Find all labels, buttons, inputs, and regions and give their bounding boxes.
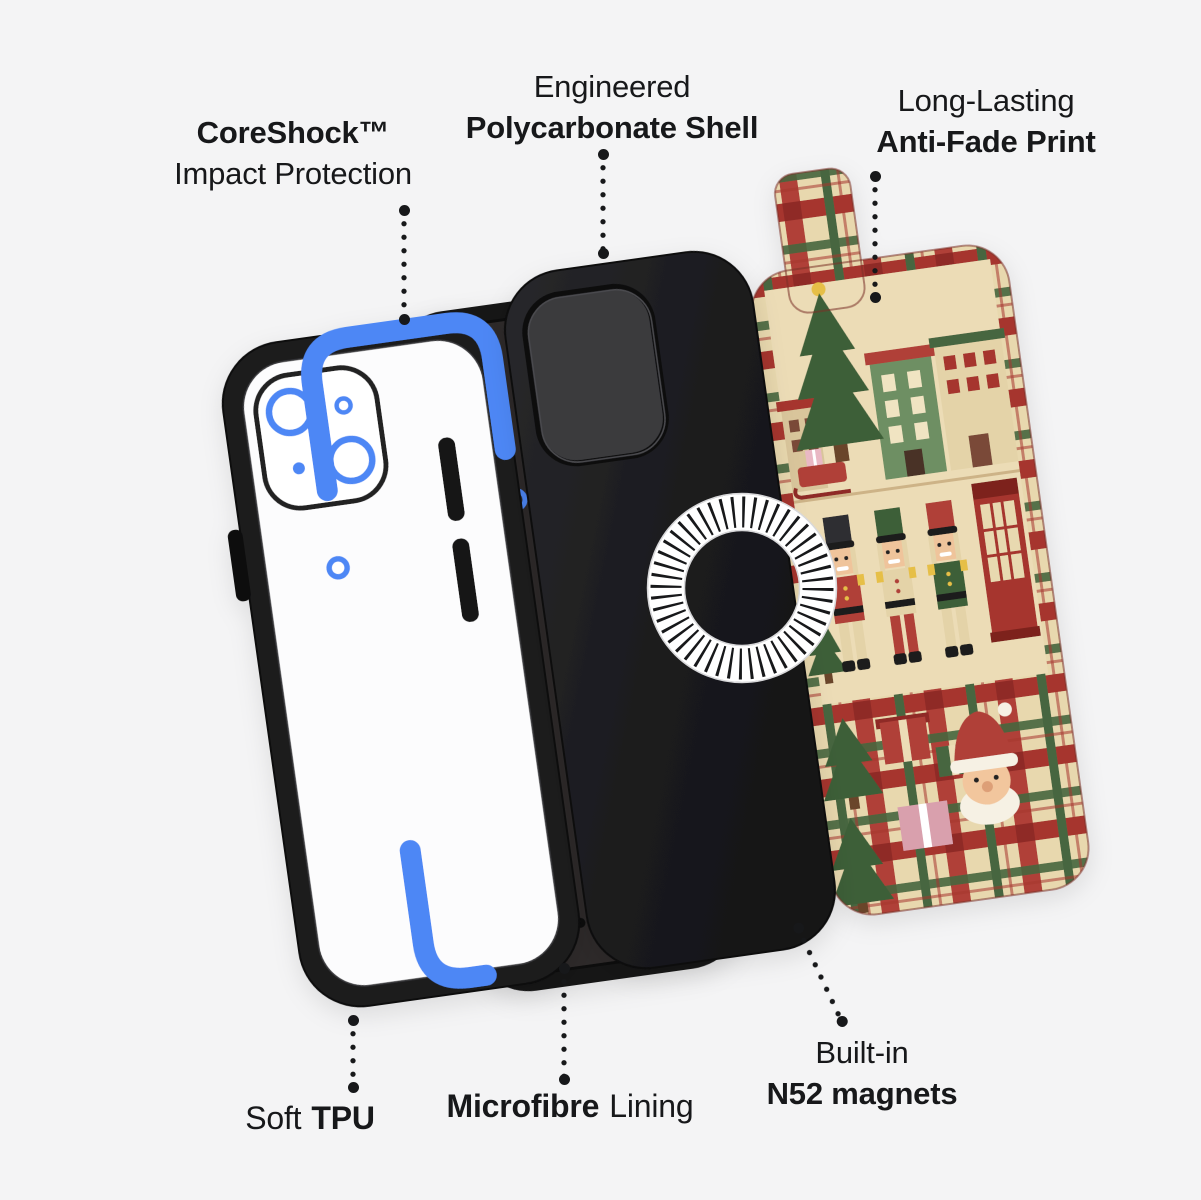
callout-magnets-pretitle: Built-in bbox=[815, 1035, 909, 1070]
callout-coreshock-subtitle: Impact Protection bbox=[174, 156, 412, 191]
callout-microfibre-word: Lining bbox=[609, 1088, 694, 1124]
callout-print-title: Anti-Fade Print bbox=[876, 124, 1096, 159]
phone-booth bbox=[971, 477, 1041, 643]
magsafe-magnet-ring bbox=[646, 492, 838, 684]
print-panel-layer bbox=[746, 166, 1094, 920]
align-dot bbox=[326, 556, 350, 580]
leader-shell bbox=[597, 149, 609, 259]
callout-coreshock-title: CoreShock™ bbox=[196, 115, 390, 150]
callout-shell-title: Polycarbonate Shell bbox=[465, 110, 759, 145]
callout-coreshock: CoreShock™ Impact Protection bbox=[174, 112, 412, 194]
callout-magnets-title: N52 magnets bbox=[766, 1076, 958, 1111]
callout-tpu-title: TPU bbox=[311, 1100, 375, 1136]
callout-print-pretitle: Long-Lasting bbox=[897, 83, 1075, 118]
leader-tpu bbox=[347, 1015, 359, 1093]
callout-print: Long-Lasting Anti-Fade Print bbox=[876, 80, 1095, 162]
tpu-case-layer bbox=[221, 312, 581, 1008]
side-button-through-back bbox=[438, 437, 465, 521]
callout-shell: Engineered Polycarbonate Shell bbox=[466, 66, 759, 148]
coreshock-corner-bottom bbox=[399, 840, 497, 989]
leader-microfibre bbox=[558, 963, 570, 1085]
callout-magnets: Built-in N52 magnets bbox=[767, 1032, 958, 1114]
callout-microfibre-title: Microfibre bbox=[446, 1088, 600, 1124]
camera-cutout bbox=[522, 283, 669, 467]
callout-shell-pretitle: Engineered bbox=[533, 69, 691, 104]
mic-dot bbox=[292, 462, 305, 475]
flash-ring bbox=[334, 396, 353, 415]
side-button-through-back bbox=[452, 538, 479, 622]
leader-print bbox=[869, 171, 881, 303]
nutcracker-figure bbox=[925, 499, 974, 658]
nutcracker-figure bbox=[873, 507, 922, 665]
santa-face bbox=[950, 702, 1020, 825]
side-button bbox=[227, 529, 251, 602]
leader-coreshock bbox=[398, 205, 410, 325]
coreshock-corner-top bbox=[301, 312, 516, 502]
callout-tpu-word: Soft bbox=[245, 1100, 302, 1136]
